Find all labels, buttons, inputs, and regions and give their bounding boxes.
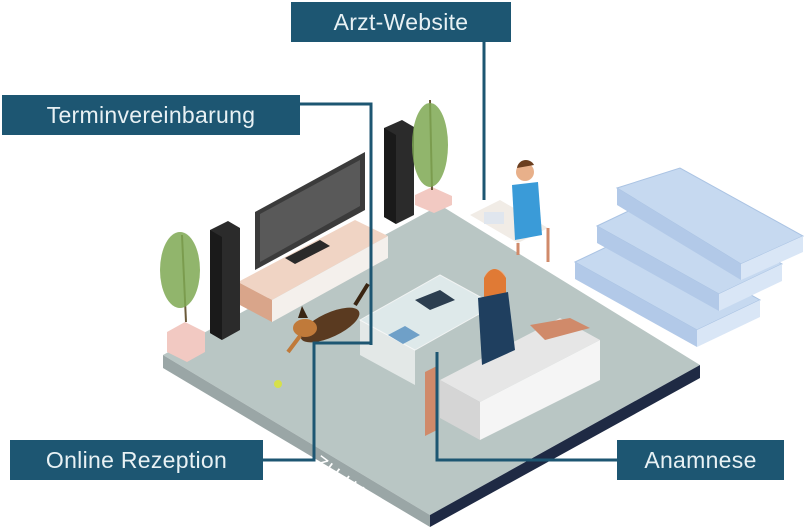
plant-left	[160, 232, 205, 362]
connector-lines	[263, 42, 617, 462]
label-anamnese: Anamnese	[617, 440, 784, 480]
label-arzt-website: Arzt-Website	[291, 2, 511, 42]
tv-stand	[238, 220, 388, 322]
coffee-table	[358, 274, 497, 385]
dog	[274, 282, 370, 388]
line-terminvereinbarung	[300, 102, 373, 345]
doctor-at-desk	[470, 160, 550, 262]
line-online-rezeption	[263, 341, 371, 462]
speaker-right	[384, 120, 414, 224]
speaker-left	[210, 221, 240, 340]
label-terminvereinbarung: Terminvereinbarung	[2, 95, 300, 135]
stairs	[573, 167, 804, 347]
line-anamnese	[435, 352, 617, 462]
plant-right	[412, 99, 452, 213]
television	[255, 152, 365, 270]
label-online-rezeption: Online Rezeption	[10, 440, 263, 480]
sofa-with-woman	[425, 269, 600, 440]
